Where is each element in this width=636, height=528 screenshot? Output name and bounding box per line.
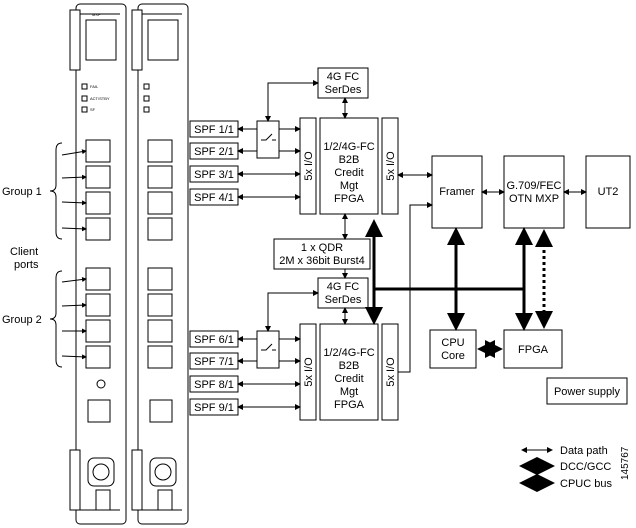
card-2 xyxy=(131,3,189,525)
svg-text:Mgt: Mgt xyxy=(340,386,358,398)
fpga-small-block: FPGA xyxy=(503,329,563,369)
line-cards: FAIL ACT/STBY SF MXP xyxy=(2,3,189,525)
svg-text:FPGA: FPGA xyxy=(518,344,549,356)
svg-text:G.709/FEC: G.709/FEC xyxy=(506,180,561,192)
figure-id: 145767 xyxy=(620,446,631,480)
led-label-fail: FAIL xyxy=(90,84,99,89)
sfp-port-4-1: SPF 4/1 xyxy=(194,192,234,204)
sfp-port-1-1: SPF 1/1 xyxy=(194,124,234,136)
svg-text:5x I/O: 5x I/O xyxy=(303,357,315,387)
svg-text:Framer: Framer xyxy=(439,186,475,198)
client-ports-label-1: Client xyxy=(10,246,38,258)
switch-bottom xyxy=(256,330,280,369)
legend-dcc-gcc: DCC/GCC xyxy=(560,461,611,473)
svg-text:2M x 36bit Burst4: 2M x 36bit Burst4 xyxy=(279,255,365,267)
cpu-core-block: CPU Core xyxy=(429,329,477,369)
sfp-ports-top: SPF 1/1 SPF 2/1 SPF 3/1 SPF 4/1 xyxy=(189,120,239,206)
client-ports-label-2: ports xyxy=(14,259,39,271)
svg-text:4G FC: 4G FC xyxy=(327,71,359,83)
io-block-bottom-right: 5x I/O xyxy=(381,323,399,421)
sfp-port-3-1: SPF 3/1 xyxy=(194,169,234,181)
svg-text:4G FC: 4G FC xyxy=(327,281,359,293)
led-label-act: ACT/STBY xyxy=(90,96,110,101)
svg-text:5x I/O: 5x I/O xyxy=(303,151,315,181)
sfp-ports-bottom: SPF 6/1 SPF 7/1 SPF 8/1 SPF 9/1 xyxy=(189,330,239,416)
sfp-port-6-1: SPF 6/1 xyxy=(194,334,234,346)
group1-brace xyxy=(49,142,63,240)
card-2-ports xyxy=(147,139,173,423)
svg-text:1/2/4G-FC: 1/2/4G-FC xyxy=(323,347,374,359)
io-block-bottom-left: 5x I/O xyxy=(299,323,317,421)
group-pointer-lines xyxy=(61,149,87,360)
svg-text:SerDes: SerDes xyxy=(325,294,362,306)
svg-text:Core: Core xyxy=(441,350,465,362)
svg-text:Credit: Credit xyxy=(334,167,363,179)
svg-text:Mgt: Mgt xyxy=(340,180,358,192)
serdes-bottom: 4G FC SerDes xyxy=(317,277,369,309)
fpga-block-bottom: 1/2/4G-FC B2B Credit Mgt FPGA xyxy=(319,323,379,421)
card-1: FAIL ACT/STBY SF MXP xyxy=(69,3,127,525)
io-block-top-left: 5x I/O xyxy=(299,117,317,215)
svg-text:Credit: Credit xyxy=(334,373,363,385)
svg-text:FPGA: FPGA xyxy=(334,193,365,205)
svg-text:5x I/O: 5x I/O xyxy=(385,357,397,387)
card-name-label: MXP xyxy=(92,12,101,17)
qdr-block: 1 x QDR 2M x 36bit Burst4 xyxy=(273,238,371,270)
svg-text:B2B: B2B xyxy=(339,360,360,372)
group2-label: Group 2 xyxy=(2,314,42,326)
svg-text:5x I/O: 5x I/O xyxy=(385,151,397,181)
legend-cpuc-bus: CPUC bus xyxy=(560,478,612,490)
dcc-gcc-links xyxy=(477,229,553,358)
framer-block: Framer xyxy=(431,155,483,229)
serdes-top: 4G FC SerDes xyxy=(317,67,369,99)
svg-text:OTN MXP: OTN MXP xyxy=(509,193,559,205)
group2-brace xyxy=(49,270,63,368)
group1-label: Group 1 xyxy=(2,186,42,198)
switch-top xyxy=(256,120,280,159)
svg-text:SerDes: SerDes xyxy=(325,84,362,96)
svg-text:FPGA: FPGA xyxy=(334,399,365,411)
card-1-ports xyxy=(85,139,111,423)
fpga-block-top: 1/2/4G-FC B2B Credit Mgt FPGA xyxy=(319,117,379,215)
ut2-block: UT2 xyxy=(585,155,631,229)
power-supply-block: Power supply xyxy=(546,377,628,405)
svg-text:Power supply: Power supply xyxy=(554,386,621,398)
led-label-sf: SF xyxy=(90,107,96,112)
svg-text:UT2: UT2 xyxy=(598,186,619,198)
legend-data-path: Data path xyxy=(560,445,608,457)
svg-text:1 x QDR: 1 x QDR xyxy=(301,242,343,254)
io-block-top-right: 5x I/O xyxy=(381,117,399,215)
sfp-port-7-1: SPF 7/1 xyxy=(194,356,234,368)
otn-mxp-block: G.709/FEC OTN MXP xyxy=(503,155,565,229)
sfp-port-2-1: SPF 2/1 xyxy=(194,146,234,158)
sfp-port-9-1: SPF 9/1 xyxy=(194,402,234,414)
svg-text:CPU: CPU xyxy=(441,337,464,349)
cpuc-bus xyxy=(365,219,533,331)
sfp-port-8-1: SPF 8/1 xyxy=(194,379,234,391)
legend: Data path DCC/GCC CPUC bus xyxy=(519,445,612,492)
svg-text:1/2/4G-FC: 1/2/4G-FC xyxy=(323,141,374,153)
svg-text:B2B: B2B xyxy=(339,154,360,166)
